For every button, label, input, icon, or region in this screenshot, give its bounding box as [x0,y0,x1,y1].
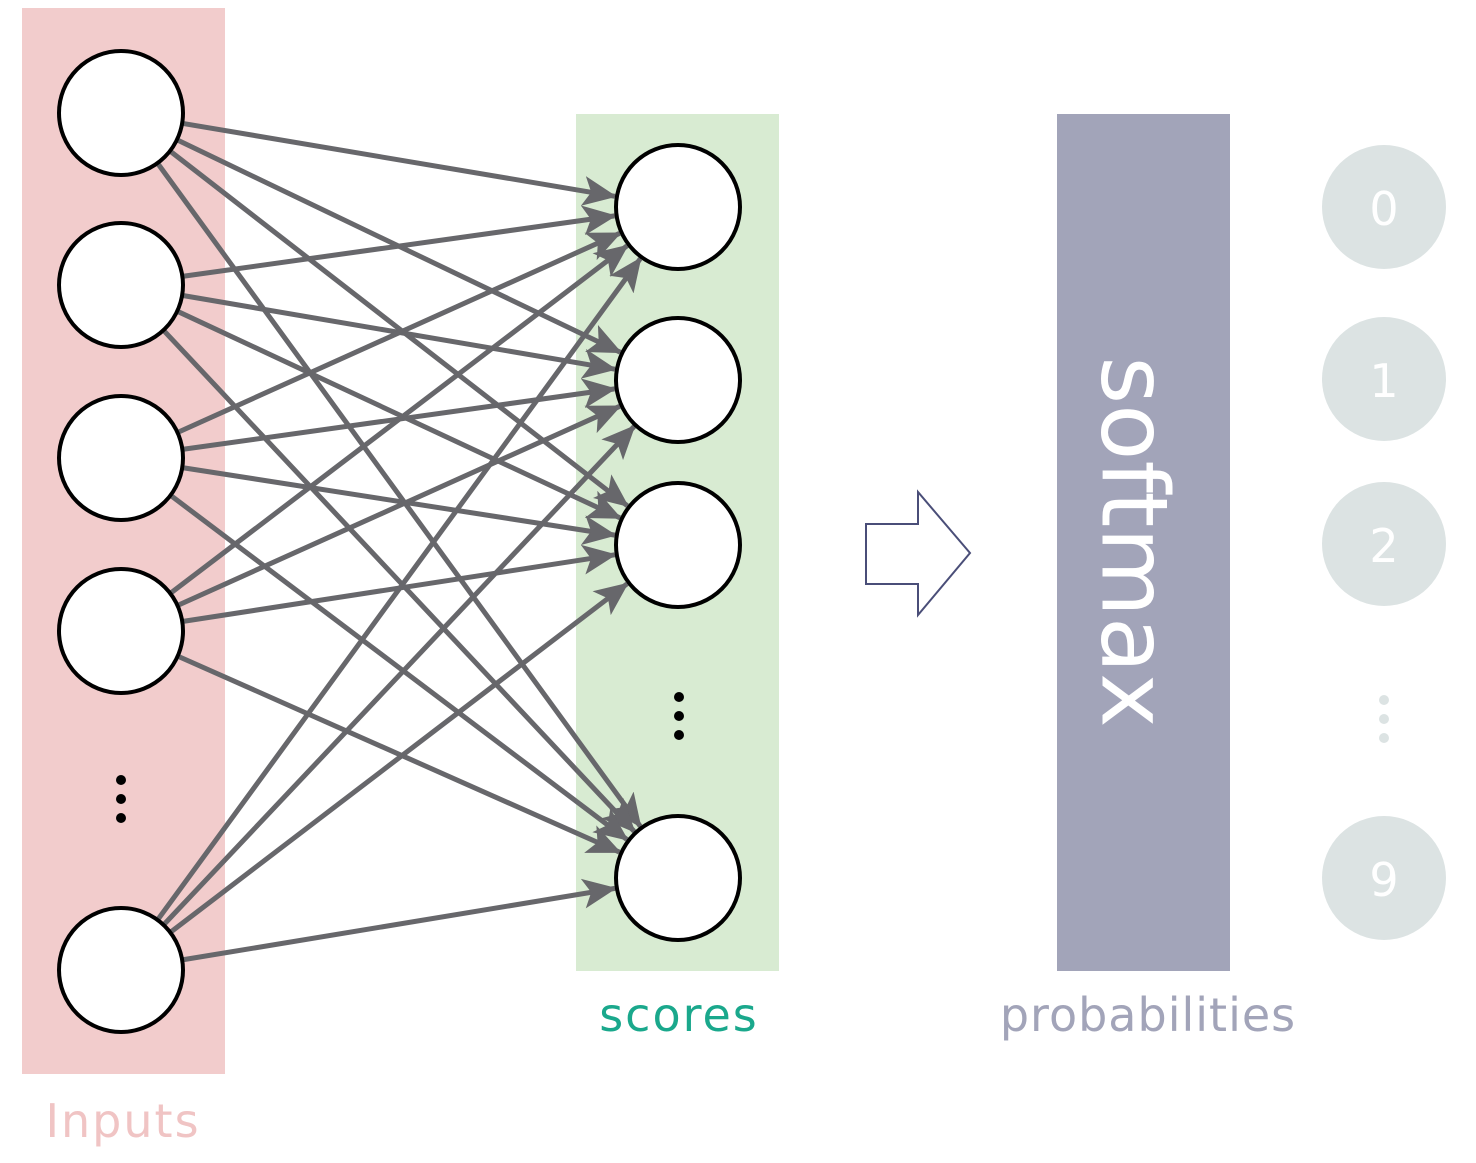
connection-edge [181,878,617,963]
softmax-label: softmax [1081,356,1188,728]
vertical-ellipsis-icon [1379,695,1389,743]
scores-caption: scores [599,988,759,1042]
connection-edge [181,465,617,545]
connection-edge [161,328,637,834]
input-node [57,221,185,349]
connection-edge [176,231,622,435]
inputs-caption: Inputs [45,1094,200,1148]
output-circle [1322,145,1446,269]
connection-edge [168,493,629,842]
output-classes: 0 1 2 9 [1322,145,1446,940]
output-circle [1322,317,1446,441]
score-node [614,143,742,271]
softmax-panel [1057,114,1230,971]
connection-edge [181,120,617,206]
connection-edge [182,205,617,279]
score-node [614,316,742,444]
connection-edges [155,120,643,963]
connection-edge [176,653,622,855]
input-node [57,906,185,1034]
input-node [57,394,185,522]
score-layer [614,143,742,942]
score-node [614,814,742,942]
connection-edge [155,161,643,828]
output-label: 9 [1369,853,1398,907]
connection-edge [168,149,629,508]
output-label: 0 [1369,182,1398,236]
hollow-right-arrow-icon [865,489,972,618]
input-node [57,567,185,695]
output-circle [1322,482,1446,606]
connection-edge [155,257,643,922]
input-layer [57,49,185,1034]
connection-edge [161,424,636,927]
connection-edge [176,308,622,521]
vertical-ellipsis-icon [116,775,126,823]
output-label: 1 [1369,354,1398,408]
probabilities-caption: probabilities [1000,988,1296,1042]
vertical-ellipsis-icon [674,692,684,740]
score-node [614,481,742,609]
input-node [57,49,185,177]
output-circle [1322,816,1446,940]
connection-edge [168,243,629,596]
output-label: 2 [1369,519,1398,573]
connection-edge [168,581,629,935]
connection-edge [176,404,622,608]
